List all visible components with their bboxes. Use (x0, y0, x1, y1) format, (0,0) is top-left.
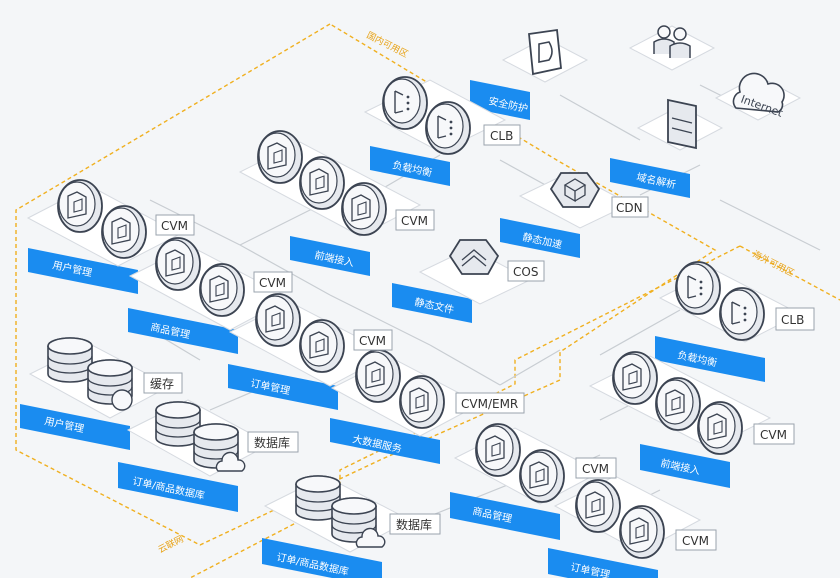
cvm-frontend-icon (257, 130, 387, 236)
db-order-icon (155, 401, 246, 472)
cdn-icon (549, 172, 601, 208)
label-db-order-overseas: 数据库 (396, 517, 432, 532)
internet-cloud-icon: Internet (715, 72, 801, 121)
label-boxes: CLB CVM CDN COS CVM CVM CVM CVM/EMR 缓存 数… (143, 124, 815, 551)
db-order-overseas-icon (295, 475, 386, 548)
users-icon (629, 25, 715, 71)
label-cache: 缓存 (150, 377, 174, 391)
security-shield-icon (502, 28, 588, 83)
label-cvm-frontend-overseas: CVM (760, 428, 787, 442)
cos-icon (448, 239, 500, 275)
label-cvm-order-overseas: CVM (682, 534, 709, 548)
tags: 安全防护 域名解析 负载均衡 前端接入 静态加速 静态文件 用户管理 商品管理 (20, 80, 765, 578)
region-label-overseas: 海外可用区 (751, 248, 797, 279)
label-cvm-user: CVM (161, 219, 188, 233)
label-cvm-goods: CVM (259, 276, 286, 290)
label-cos: COS (513, 265, 538, 279)
label-clb-overseas: CLB (781, 313, 804, 327)
label-cvm-frontend: CVM (401, 214, 428, 228)
region-label-domestic: 国内可用区 (365, 29, 411, 60)
cache-database-icon (47, 337, 133, 411)
label-cdn: CDN (616, 201, 643, 215)
label-clb-domestic: CLB (490, 129, 513, 143)
label-cvm-goods-overseas: CVM (582, 462, 609, 476)
domestic-region-border (15, 23, 717, 546)
label-cvm-order: CVM (359, 334, 386, 348)
label-db-order: 数据库 (254, 435, 290, 450)
label-cvm-bigdata: CVM/EMR (461, 397, 518, 411)
region-label-cloud: 云联网 (156, 534, 185, 556)
dns-panel-icon (637, 98, 723, 151)
